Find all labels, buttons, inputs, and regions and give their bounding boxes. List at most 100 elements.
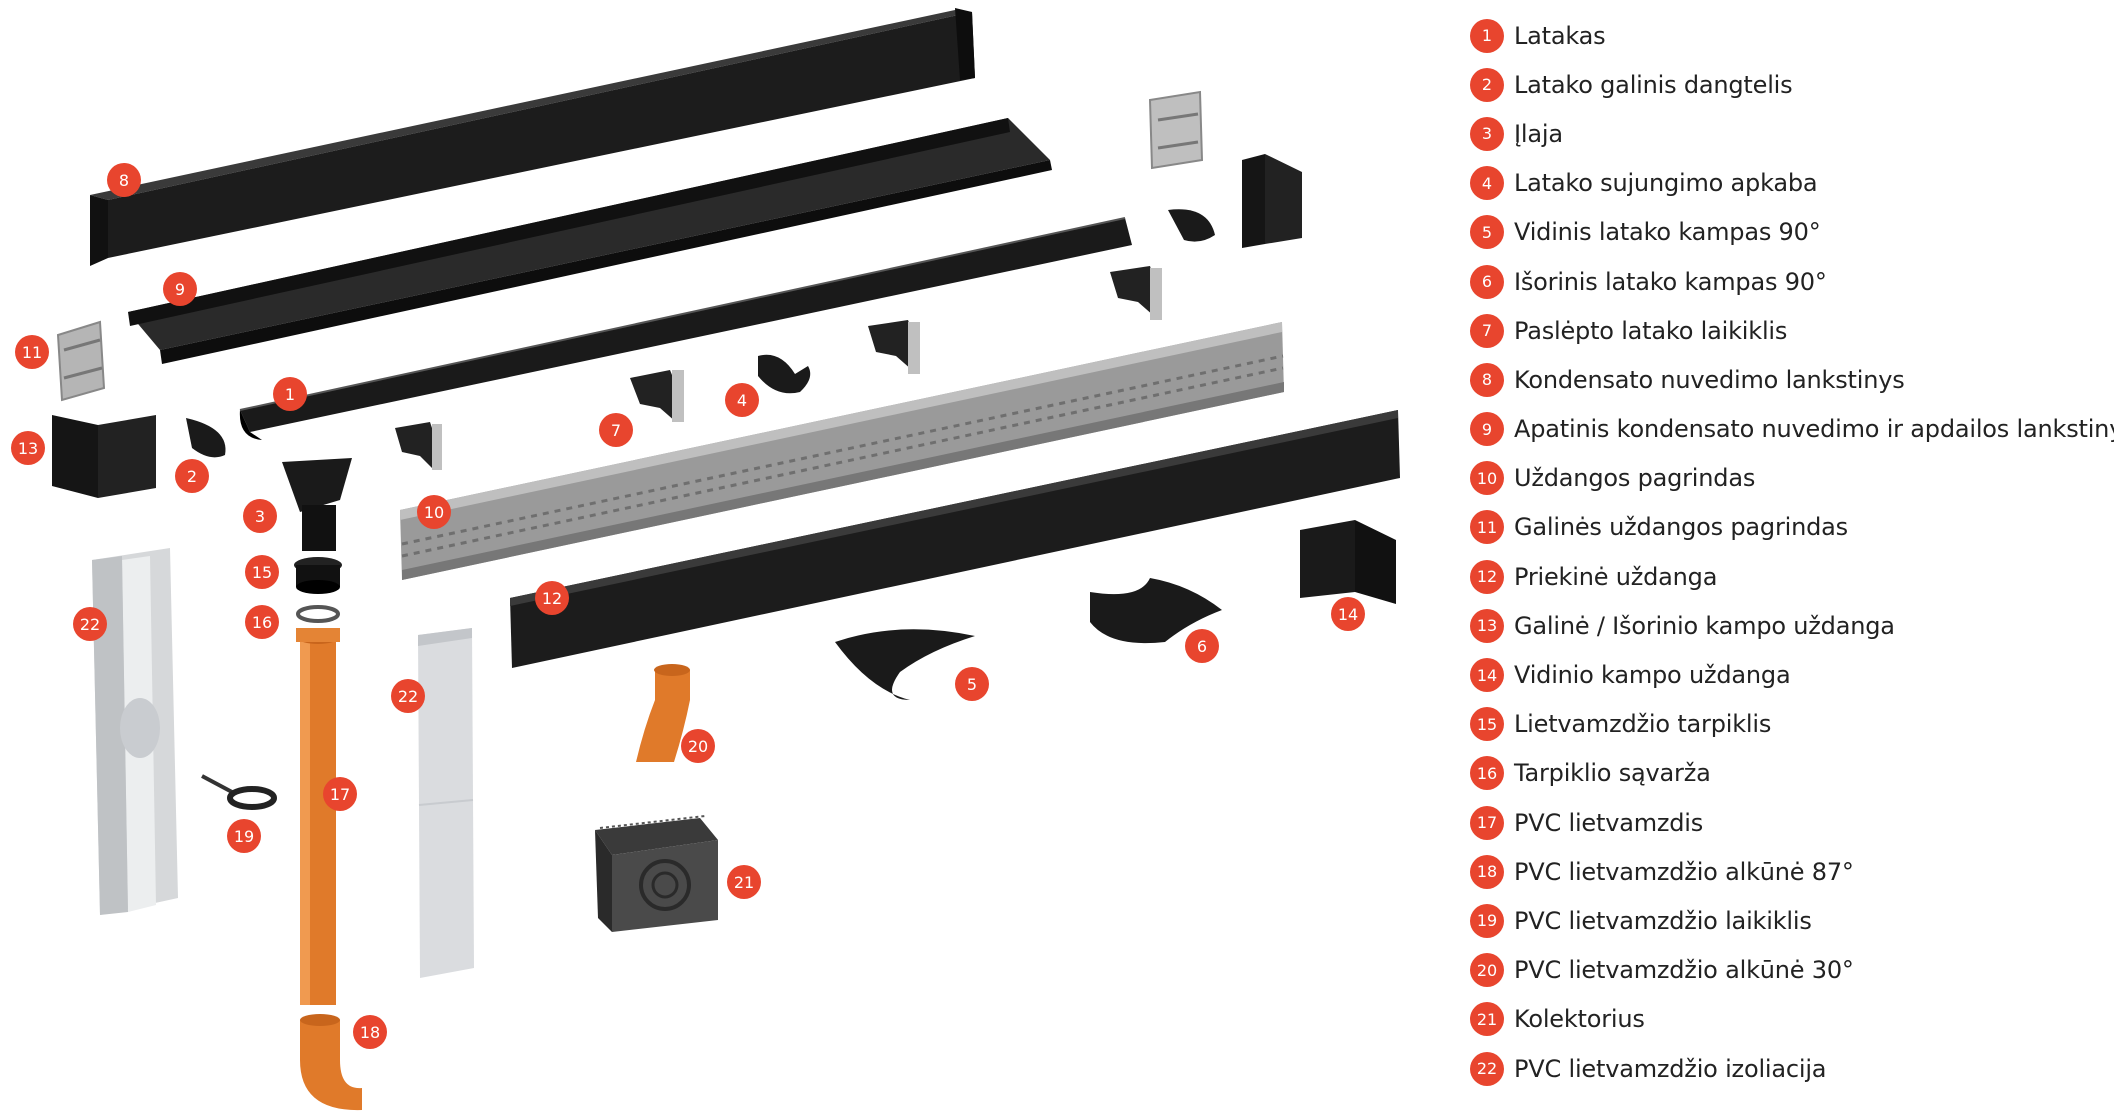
- callout-1: 1: [273, 377, 307, 411]
- callout-11: 11: [15, 335, 49, 369]
- part-7-hidden-gutter-brackets: [395, 266, 1162, 470]
- legend-label: PVC lietvamzdžio alkūnė 30°: [1514, 956, 1854, 985]
- callout-3: 3: [243, 499, 277, 533]
- legend-label: Uždangos pagrindas: [1514, 464, 1756, 493]
- legend-number-badge: 7: [1470, 313, 1504, 348]
- part-18-pvc-elbow-87: [300, 1014, 362, 1111]
- part-21-collector-box: [595, 815, 718, 932]
- part-22-insulation-left: [92, 548, 178, 915]
- svg-text:7: 7: [611, 421, 621, 440]
- legend-number-badge: 14: [1470, 658, 1504, 693]
- legend-item: 19 PVC lietvamzdžio laikiklis: [1470, 896, 2110, 945]
- legend-number-badge: 1: [1470, 18, 1504, 53]
- callout-15: 15: [245, 555, 279, 589]
- legend-label: Latako sujungimo apkaba: [1514, 169, 1818, 198]
- legend-label: Kondensato nuvedimo lankstinys: [1514, 365, 1905, 394]
- legend-number-badge: 18: [1470, 854, 1504, 889]
- part-5-inner-gutter-corner: [835, 629, 975, 700]
- callout-13: 13: [11, 431, 45, 465]
- legend-label: Galinės uždangos pagrindas: [1514, 513, 1848, 542]
- legend-number-badge: 11: [1470, 510, 1504, 545]
- part-6-outer-gutter-corner: [1090, 578, 1222, 644]
- legend-label: Įlaja: [1514, 119, 1563, 148]
- svg-text:3: 3: [255, 507, 265, 526]
- legend-item: 6 Išorinis latako kampas 90°: [1470, 257, 2110, 306]
- svg-text:18: 18: [360, 1023, 380, 1042]
- legend-label: PVC lietvamzdžio izoliacija: [1514, 1054, 1827, 1083]
- legend-item: 10 Uždangos pagrindas: [1470, 454, 2110, 503]
- svg-text:8: 8: [119, 171, 129, 190]
- svg-text:2: 2: [187, 467, 197, 486]
- callout-22-right: 22: [391, 679, 425, 713]
- legend-item: 8 Kondensato nuvedimo lankstinys: [1470, 355, 2110, 404]
- legend-label: Vidinis latako kampas 90°: [1514, 218, 1821, 247]
- legend-label: PVC lietvamzdis: [1514, 808, 1704, 837]
- callout-7: 7: [599, 413, 633, 447]
- part-13-end-cover: [52, 415, 156, 498]
- part-20-pvc-elbow-30: [636, 664, 690, 762]
- legend-label: Apatinis kondensato nuvedimo ir apdailos…: [1514, 415, 2114, 444]
- legend-item: 5 Vidinis latako kampas 90°: [1470, 208, 2110, 257]
- legend-label: Lietvamzdžio tarpiklis: [1514, 710, 1772, 739]
- part-13-end-cover-top: [1242, 154, 1302, 248]
- svg-text:5: 5: [967, 675, 977, 694]
- part-8-condensate-flashing: [90, 8, 975, 266]
- legend-number-badge: 8: [1470, 362, 1504, 397]
- legend-number-badge: 22: [1470, 1051, 1504, 1086]
- part-22-insulation-right: [418, 628, 474, 978]
- svg-text:13: 13: [18, 439, 38, 458]
- legend-label: Latako galinis dangtelis: [1514, 70, 1793, 99]
- svg-text:14: 14: [1338, 605, 1358, 624]
- part-14-inner-corner-cover: [1300, 520, 1396, 604]
- legend-number-badge: 2: [1470, 67, 1504, 102]
- svg-text:1: 1: [285, 385, 295, 404]
- part-3-outlet: [282, 458, 352, 551]
- part-11-end-fascia-base-top: [1148, 90, 1204, 170]
- legend-number-badge: 17: [1470, 805, 1504, 840]
- legend-label: Išorinis latako kampas 90°: [1514, 267, 1827, 296]
- callout-5: 5: [955, 667, 989, 701]
- legend-label: Tarpiklio sąvarža: [1514, 759, 1711, 788]
- legend-number-badge: 19: [1470, 903, 1504, 938]
- svg-text:22: 22: [398, 687, 418, 706]
- legend-number-badge: 6: [1470, 264, 1504, 299]
- part-9-lower-flashing: [128, 118, 1052, 364]
- callout-8: 8: [107, 163, 141, 197]
- legend-label: PVC lietvamzdžio laikiklis: [1514, 906, 1812, 935]
- svg-text:15: 15: [252, 563, 272, 582]
- svg-text:17: 17: [330, 785, 350, 804]
- part-17-pvc-downpipe: [296, 628, 340, 1005]
- legend-number-badge: 5: [1470, 215, 1504, 250]
- legend-item: 22 PVC lietvamzdžio izoliacija: [1470, 1044, 2110, 1093]
- callout-22-left: 22: [73, 607, 107, 641]
- legend-label: Vidinio kampo uždanga: [1514, 661, 1791, 690]
- svg-text:19: 19: [234, 827, 254, 846]
- legend-number-badge: 16: [1470, 756, 1504, 791]
- callout-4: 4: [725, 383, 759, 417]
- gutter-system-exploded-diagram: 1 2 3 4 5 6 7 8 9 10 11 12 13 14 15 16 1…: [11, 8, 1400, 1111]
- legend-number-badge: 21: [1470, 1002, 1504, 1037]
- part-15-pipe-gasket: [294, 557, 342, 594]
- legend-number-badge: 9: [1470, 412, 1504, 447]
- svg-text:9: 9: [175, 280, 185, 299]
- legend-item: 2 Latako galinis dangtelis: [1470, 60, 2110, 109]
- part-1-gutter: [239, 217, 1132, 440]
- svg-text:16: 16: [252, 613, 272, 632]
- svg-text:22: 22: [80, 615, 100, 634]
- callout-6: 6: [1185, 629, 1219, 663]
- callout-20: 20: [681, 729, 715, 763]
- part-16-gasket-clamp: [296, 605, 340, 623]
- callout-19: 19: [227, 819, 261, 853]
- legend-number-badge: 10: [1470, 461, 1504, 496]
